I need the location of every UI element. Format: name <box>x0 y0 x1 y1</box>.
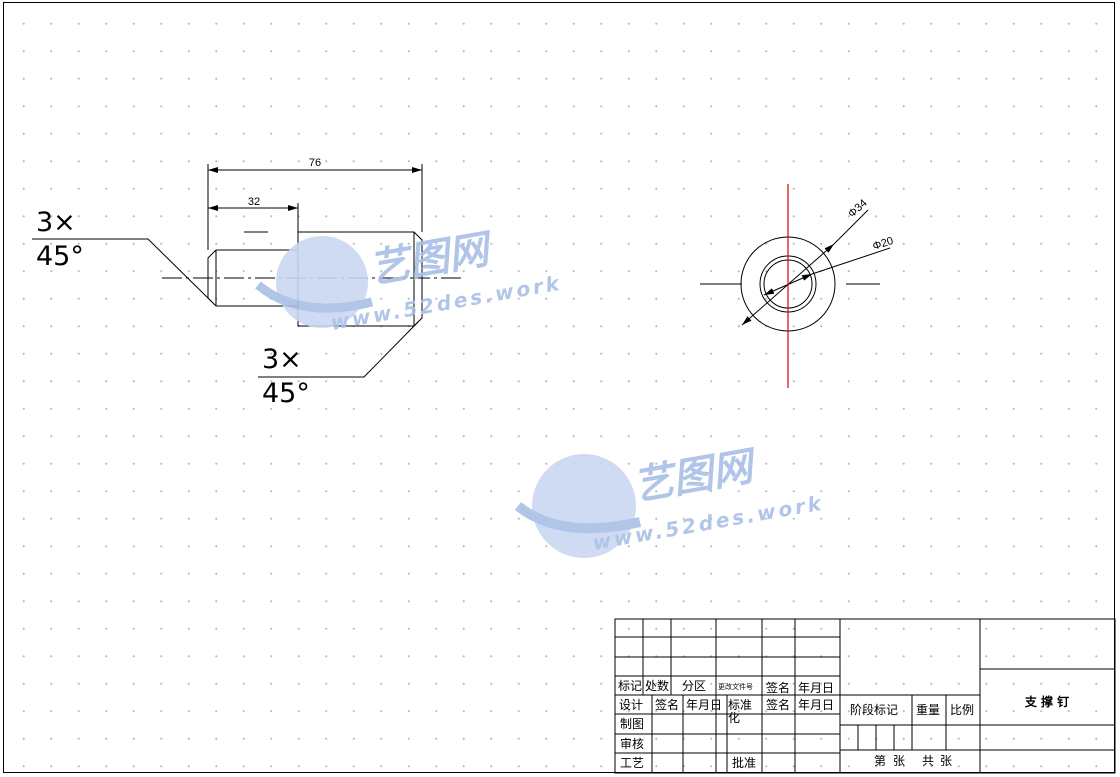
svg-text:艺图网: 艺图网 <box>630 443 762 510</box>
tb-hua: 化 <box>728 711 740 725</box>
watermark-1: 艺图网 www.52des.work <box>255 226 564 335</box>
tb-part-name: 支 撑 钉 <box>1024 694 1069 709</box>
chamfer-right-leader <box>258 321 419 378</box>
tb-fenqu: 分区 <box>682 679 706 693</box>
chamfer-left-angle: 45° <box>36 241 84 272</box>
dimension-d20-label: Φ20 <box>871 235 895 253</box>
chamfer-right-size: 3× <box>262 344 302 375</box>
tb-gengai: 更改文件号 <box>718 682 753 691</box>
tb-nianyueri: 年月日 <box>798 681 834 695</box>
tb-sheji: 设计 <box>619 698 643 712</box>
svg-text:艺图网: 艺图网 <box>366 226 498 293</box>
tb-bili: 比例 <box>950 703 974 717</box>
tb-zhongliang: 重量 <box>916 703 940 717</box>
chamfer-left-leader <box>32 238 213 303</box>
title-block <box>614 618 1116 774</box>
tb-qianming3: 签名 <box>766 697 790 712</box>
tb-nianyueri3: 年月日 <box>798 698 834 712</box>
pin-large-section <box>297 231 423 327</box>
tb-gong: 共 <box>922 754 934 768</box>
dimension-32-label: 32 <box>248 196 260 208</box>
tb-jieduan: 阶段标记 <box>850 702 898 717</box>
tb-zhitu: 制图 <box>620 717 644 731</box>
tb-gongyi: 工艺 <box>620 756 644 770</box>
dimension-76-label: 76 <box>309 157 321 169</box>
tb-qianming: 签名 <box>766 680 790 695</box>
tb-pizhun: 批准 <box>732 755 756 770</box>
chamfer-left-size: 3× <box>36 207 76 238</box>
tb-biaoji: 标记 <box>618 679 642 693</box>
chamfer-right-angle: 45° <box>262 378 310 409</box>
tb-zhang1: 张 <box>893 754 905 768</box>
tb-chushu: 处数 <box>645 678 669 693</box>
drawing-frame <box>3 2 1115 773</box>
tb-di: 第 <box>874 754 886 768</box>
tb-shenhe: 审核 <box>620 736 644 751</box>
side-view <box>700 209 891 332</box>
dimension-d34-label: Φ34 <box>846 197 870 220</box>
pin-small-section <box>207 249 298 307</box>
tb-zhang2: 张 <box>940 754 952 768</box>
tb-nianyueri2: 年月日 <box>686 698 722 712</box>
tb-qianming2: 签名 <box>655 697 679 712</box>
watermark-2: 艺图网 www.52des.work <box>514 443 826 558</box>
tb-biaozhun: 标准 <box>728 698 752 712</box>
